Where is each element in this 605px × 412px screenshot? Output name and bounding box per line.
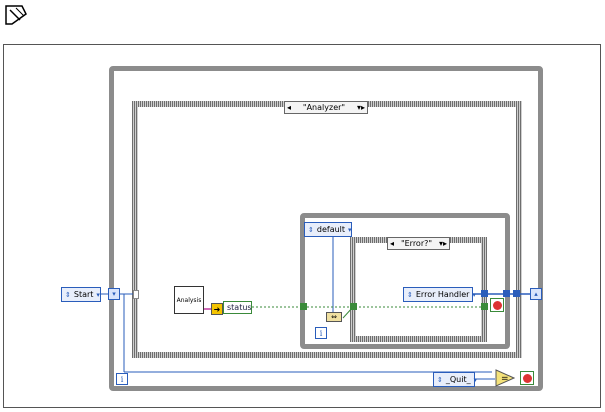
inner-iteration-terminal: i xyxy=(315,327,327,339)
increment-arrows-icon[interactable]: ⇕ xyxy=(308,225,314,234)
note-icon xyxy=(5,5,27,25)
error-case-label: "Error?" xyxy=(400,239,433,248)
shift-register-right[interactable]: ▴ xyxy=(530,288,542,300)
inner-loop-output-tunnel xyxy=(503,290,510,297)
increment-arrows-icon[interactable]: ⇕ xyxy=(65,290,71,299)
status-case-tunnel xyxy=(350,303,357,310)
equal-symbol: = xyxy=(501,374,509,384)
dropdown-arrow-icon[interactable]: ▾ xyxy=(348,225,352,234)
outer-while-loop[interactable] xyxy=(109,66,543,391)
select-node[interactable]: ⇔ xyxy=(326,312,342,322)
quit-enum-constant[interactable]: ⇕ _Quit_ ▾ xyxy=(433,372,478,387)
status-local-variable[interactable]: status xyxy=(223,301,252,314)
error-handler-case-tunnel xyxy=(481,290,488,297)
dropdown-arrow-icon[interactable]: ▾ xyxy=(96,290,100,299)
analyzer-case-selector[interactable]: ◂ "Analyzer" ▾▸ xyxy=(284,101,368,114)
outer-iteration-terminal: i xyxy=(116,373,128,385)
shift-register-left[interactable]: ▾ xyxy=(108,288,120,300)
stop-icon xyxy=(492,300,502,310)
default-enum-constant[interactable]: ⇕ default ▾ xyxy=(304,222,352,237)
analyzer-case-label: "Analyzer" xyxy=(302,103,346,112)
prev-case-arrow-icon[interactable]: ◂ xyxy=(390,239,395,248)
stop-icon xyxy=(522,373,532,383)
start-label: Start xyxy=(73,290,94,299)
outer-case-output-tunnel xyxy=(513,290,520,297)
prev-case-arrow-icon[interactable]: ◂ xyxy=(287,103,292,112)
inner-stop-terminal[interactable] xyxy=(490,298,504,312)
equal-node[interactable]: = xyxy=(495,369,515,387)
outer-stop-terminal[interactable] xyxy=(520,371,534,385)
start-enum-constant[interactable]: ⇕ Start ▾ xyxy=(61,287,101,302)
increment-arrows-icon[interactable]: ⇕ xyxy=(437,375,443,384)
analysis-subvi[interactable]: Analysis xyxy=(174,286,204,314)
quit-label: _Quit_ xyxy=(445,375,471,384)
error-handler-enum-constant[interactable]: ⇕ Error Handler ▾ xyxy=(403,287,476,302)
status-input-tunnel xyxy=(300,303,307,310)
status-output-tunnel xyxy=(481,303,488,310)
inner-while-loop[interactable] xyxy=(300,213,510,349)
increment-arrows-icon[interactable]: ⇕ xyxy=(407,290,413,299)
case-dropdown-icon[interactable]: ▾▸ xyxy=(438,239,447,248)
error-handler-label: Error Handler xyxy=(415,290,470,299)
status-arrow-icon: ➜ xyxy=(211,303,223,315)
case-dropdown-icon[interactable]: ▾▸ xyxy=(356,103,365,112)
error-case-selector[interactable]: ◂ "Error?" ▾▸ xyxy=(387,237,450,250)
dropdown-arrow-icon[interactable]: ▾ xyxy=(472,290,476,299)
case-selector-tunnel[interactable] xyxy=(133,290,139,299)
default-label: default xyxy=(316,225,346,234)
dropdown-arrow-icon[interactable]: ▾ xyxy=(473,375,478,384)
